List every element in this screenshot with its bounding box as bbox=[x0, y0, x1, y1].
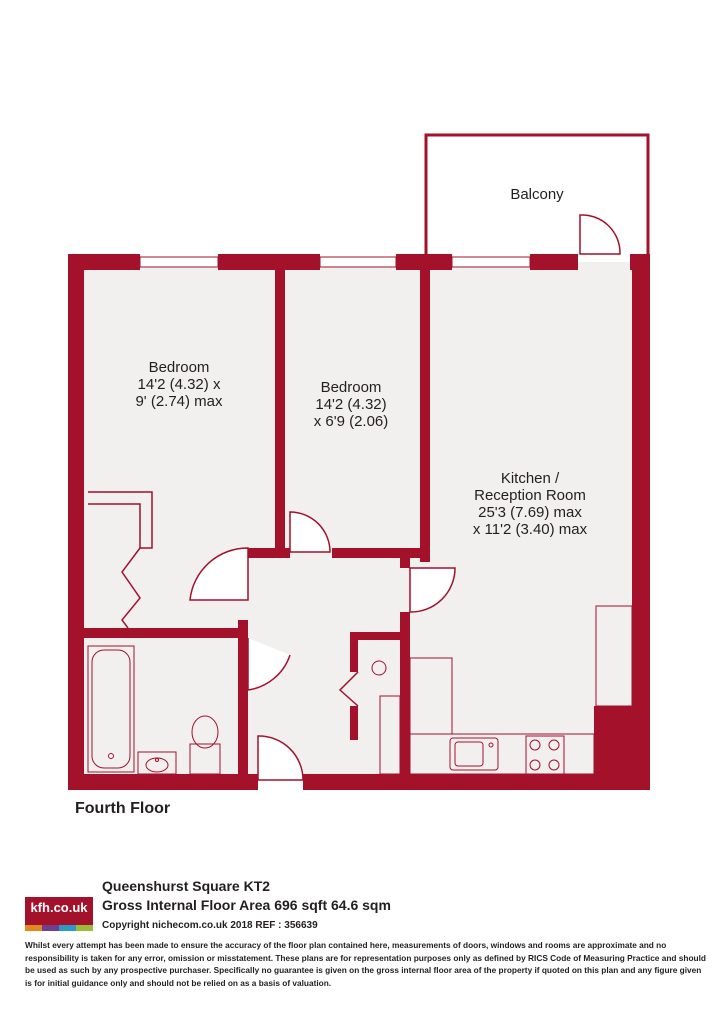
bathtub bbox=[87, 645, 135, 773]
bedroom-1-size: 14'2 (4.32) x bbox=[138, 376, 221, 393]
doors bbox=[88, 214, 621, 781]
logo-stripes bbox=[25, 925, 93, 931]
balcony-outline bbox=[424, 133, 650, 255]
logo-stripe-3 bbox=[59, 925, 76, 931]
bedroom-1-name: Bedroom bbox=[149, 359, 210, 376]
bedroom-2-size-2: x 6'9 (2.06) bbox=[314, 413, 389, 430]
kitchen-size-2: x 11'2 (3.40) max bbox=[473, 521, 588, 538]
reception-name: Reception Room bbox=[474, 487, 586, 504]
toilet bbox=[189, 715, 221, 775]
copyright: Copyright nichecom.co.uk 2018 REF : 3566… bbox=[102, 920, 318, 931]
floor-label: Fourth Floor bbox=[75, 800, 171, 817]
basin bbox=[137, 751, 177, 775]
outer-walls bbox=[68, 254, 650, 790]
hob bbox=[525, 735, 565, 775]
cupboard-circle bbox=[371, 660, 387, 676]
windows bbox=[139, 256, 531, 268]
bedroom-1-size-2: 9' (2.74) max bbox=[135, 393, 223, 410]
floor-plan: Balcony Bedroom 14'2 (4.32) x 9' (2.74) … bbox=[68, 133, 650, 790]
balcony-label: Balcony bbox=[510, 186, 564, 203]
bedroom-2-name: Bedroom bbox=[321, 379, 382, 396]
logo-text: kfh.co.uk bbox=[30, 900, 88, 915]
bedroom-2-size: 14'2 (4.32) bbox=[315, 396, 386, 413]
kitchen-name: Kitchen / bbox=[501, 470, 560, 487]
kitchen-sink bbox=[449, 737, 499, 771]
property-details: Queenshurst Square KT2 Gross Internal Fl… bbox=[102, 877, 391, 915]
floor-area bbox=[78, 262, 638, 780]
floor-area-text: Gross Internal Floor Area 696 sqft 64.6 … bbox=[102, 897, 391, 913]
logo-stripe-4 bbox=[76, 925, 93, 931]
logo-stripe-1 bbox=[25, 925, 42, 931]
kitchen-size: 25'3 (7.69) max bbox=[478, 504, 582, 521]
disclaimer: Whilst every attempt has been made to en… bbox=[25, 940, 706, 988]
fittings bbox=[379, 605, 633, 775]
kfh-logo: kfh.co.uk bbox=[25, 897, 93, 931]
address: Queenshurst Square KT2 bbox=[102, 878, 271, 894]
logo-stripe-2 bbox=[42, 925, 59, 931]
